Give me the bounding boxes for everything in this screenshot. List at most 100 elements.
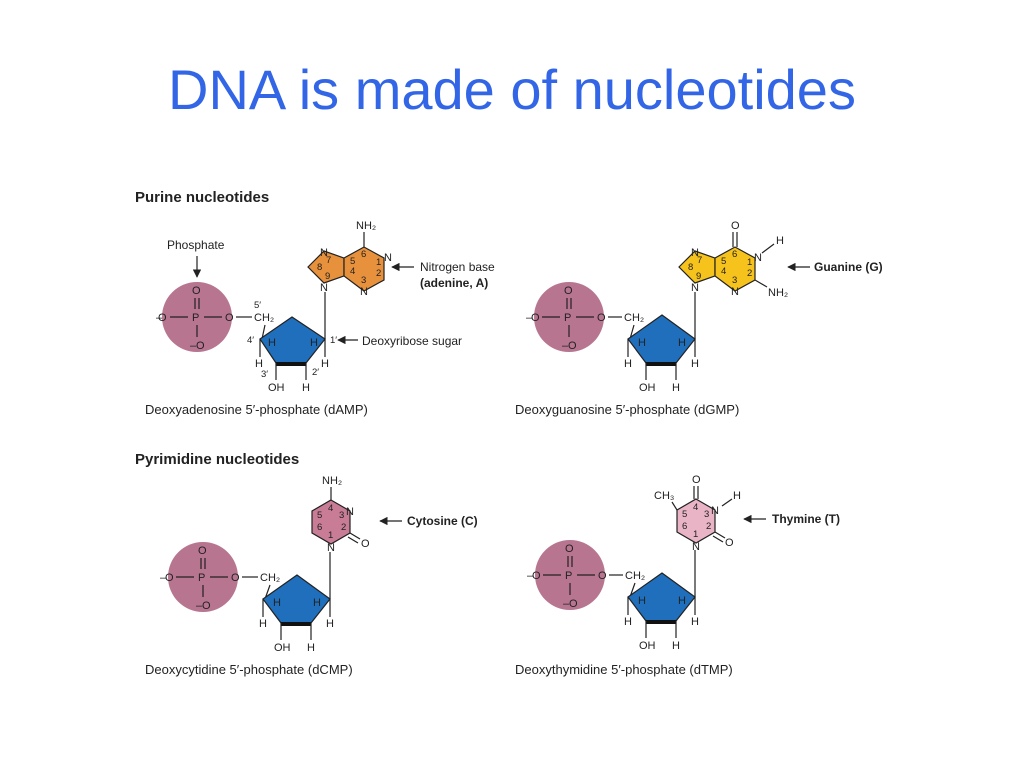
slide-title: DNA is made of nucleotides	[168, 58, 856, 121]
ring-number: 1	[747, 257, 752, 268]
guanine-amino: NH₂	[768, 287, 788, 299]
charge-minus: –	[156, 312, 163, 324]
dgmp-structure: O – O P O – O CH₂ H H H H OH H N N N N 7…	[515, 220, 883, 417]
phosphate-oxygen-left: O	[531, 312, 540, 324]
ring-number: 2	[376, 268, 381, 279]
ring-number: 8	[688, 262, 693, 273]
sugar-h: H	[638, 337, 646, 349]
dtmp-caption: Deoxythymidine 5′-phosphate (dTMP)	[515, 662, 733, 677]
cytosine-amino: NH₂	[322, 475, 342, 487]
ch2-group: CH₂	[624, 312, 644, 324]
cytosine-ring	[311, 499, 351, 545]
thymine-h: H	[733, 490, 741, 502]
ring-number: 9	[325, 271, 330, 282]
ch2-group: CH₂	[260, 572, 280, 584]
cytosine-carbonyl-o: O	[361, 538, 370, 550]
ring-number: 1	[693, 529, 698, 540]
ring-number: 4	[328, 503, 333, 514]
ring-number: 7	[326, 255, 331, 266]
sugar-h: H	[624, 358, 632, 370]
adenine-label: (adenine, A)	[420, 276, 488, 290]
phosphorus-atom: P	[564, 312, 571, 324]
thymine-methyl: CH₃	[654, 490, 674, 502]
base-n: N	[691, 282, 699, 294]
ring-number: 5	[350, 256, 355, 267]
phosphorus-atom: P	[565, 570, 572, 582]
base-n: N	[754, 252, 762, 264]
ring-number: 3	[732, 275, 737, 286]
sugar-oh: OH	[274, 642, 291, 654]
phosphate-oxygen-left: O	[532, 570, 541, 582]
phosphate-oxygen-top: O	[198, 545, 207, 557]
sugar-h: H	[310, 337, 318, 349]
position-5prime: 5′	[254, 300, 261, 311]
ring-number: 4	[693, 502, 698, 513]
ring-number: 2	[706, 521, 711, 532]
phosphate-oxygen-bottom: O	[202, 600, 211, 612]
phosphate-label: Phosphate	[167, 238, 225, 252]
base-n: N	[691, 247, 699, 259]
thymine-carbonyl-o: O	[692, 474, 701, 486]
phosphate-oxygen-left: O	[158, 312, 167, 324]
sugar-h: H	[268, 337, 276, 349]
charge-minus: –	[527, 570, 534, 582]
phosphate-group-circle	[162, 282, 232, 352]
sugar-h: H	[302, 382, 310, 394]
base-n: N	[711, 505, 719, 517]
phosphate-group-circle	[535, 540, 605, 610]
charge-minus: –	[563, 598, 570, 610]
position-1prime: 1′	[330, 335, 337, 346]
sugar-h: H	[691, 616, 699, 628]
phosphate-oxygen-bottom: O	[196, 340, 205, 352]
base-n: N	[384, 252, 392, 264]
ring-number: 5	[317, 510, 322, 521]
guanine-carbonyl-o: O	[731, 220, 740, 232]
thymine-carbonyl-o: O	[725, 537, 734, 549]
charge-minus: –	[196, 600, 203, 612]
ring-number: 9	[696, 271, 701, 282]
ring-number: 5	[682, 509, 687, 520]
charge-minus: –	[190, 340, 197, 352]
damp-structure: Phosphate O O – P O – O CH₂ 5′ H H 4′ 1′…	[145, 220, 495, 417]
deoxyribose-sugar-ring	[627, 314, 696, 364]
charge-minus: –	[526, 312, 533, 324]
sugar-h: H	[672, 640, 680, 652]
phosphate-group-circle	[534, 282, 604, 352]
ring-number: 6	[317, 522, 322, 533]
sugar-oh: OH	[639, 640, 656, 652]
ch2-group: CH₂	[625, 570, 645, 582]
sugar-h: H	[678, 337, 686, 349]
deoxyribose-sugar-ring	[627, 572, 696, 622]
ring-number: 6	[682, 521, 687, 532]
cytosine-label: Cytosine (C)	[407, 514, 478, 528]
sugar-h: H	[624, 616, 632, 628]
base-n: N	[692, 541, 700, 553]
phosphate-oxygen-bottom: O	[568, 340, 577, 352]
deoxyribose-sugar-ring	[259, 316, 326, 364]
sugar-label: Deoxyribose sugar	[362, 334, 462, 348]
nitrogen-base-label: Nitrogen base	[420, 260, 495, 274]
adenine-amino: NH₂	[356, 220, 376, 232]
base-n: N	[731, 286, 739, 298]
phosphorus-atom: P	[198, 572, 205, 584]
phosphate-oxygen-right: O	[598, 570, 607, 582]
sugar-oh: OH	[268, 382, 285, 394]
base-n: N	[360, 286, 368, 298]
position-4prime: 4′	[247, 335, 254, 346]
base-n: N	[346, 506, 354, 518]
ring-number: 7	[697, 255, 702, 266]
dtmp-structure: O – O P O – O CH₂ H H H H OH H N N 4 5 6…	[515, 474, 840, 677]
phosphate-oxygen-bottom: O	[569, 598, 578, 610]
ring-number: 1	[376, 257, 381, 268]
pyrimidine-heading: Pyrimidine nucleotides	[135, 451, 299, 468]
sugar-h: H	[307, 642, 315, 654]
phosphate-oxygen-top: O	[564, 285, 573, 297]
ring-number: 8	[317, 262, 322, 273]
phosphate-group-circle	[168, 542, 238, 612]
ring-number: 4	[721, 266, 726, 277]
phosphate-oxygen-left: O	[165, 572, 174, 584]
ring-number: 2	[341, 522, 346, 533]
sugar-h: H	[326, 618, 334, 630]
sugar-h: H	[313, 597, 321, 609]
